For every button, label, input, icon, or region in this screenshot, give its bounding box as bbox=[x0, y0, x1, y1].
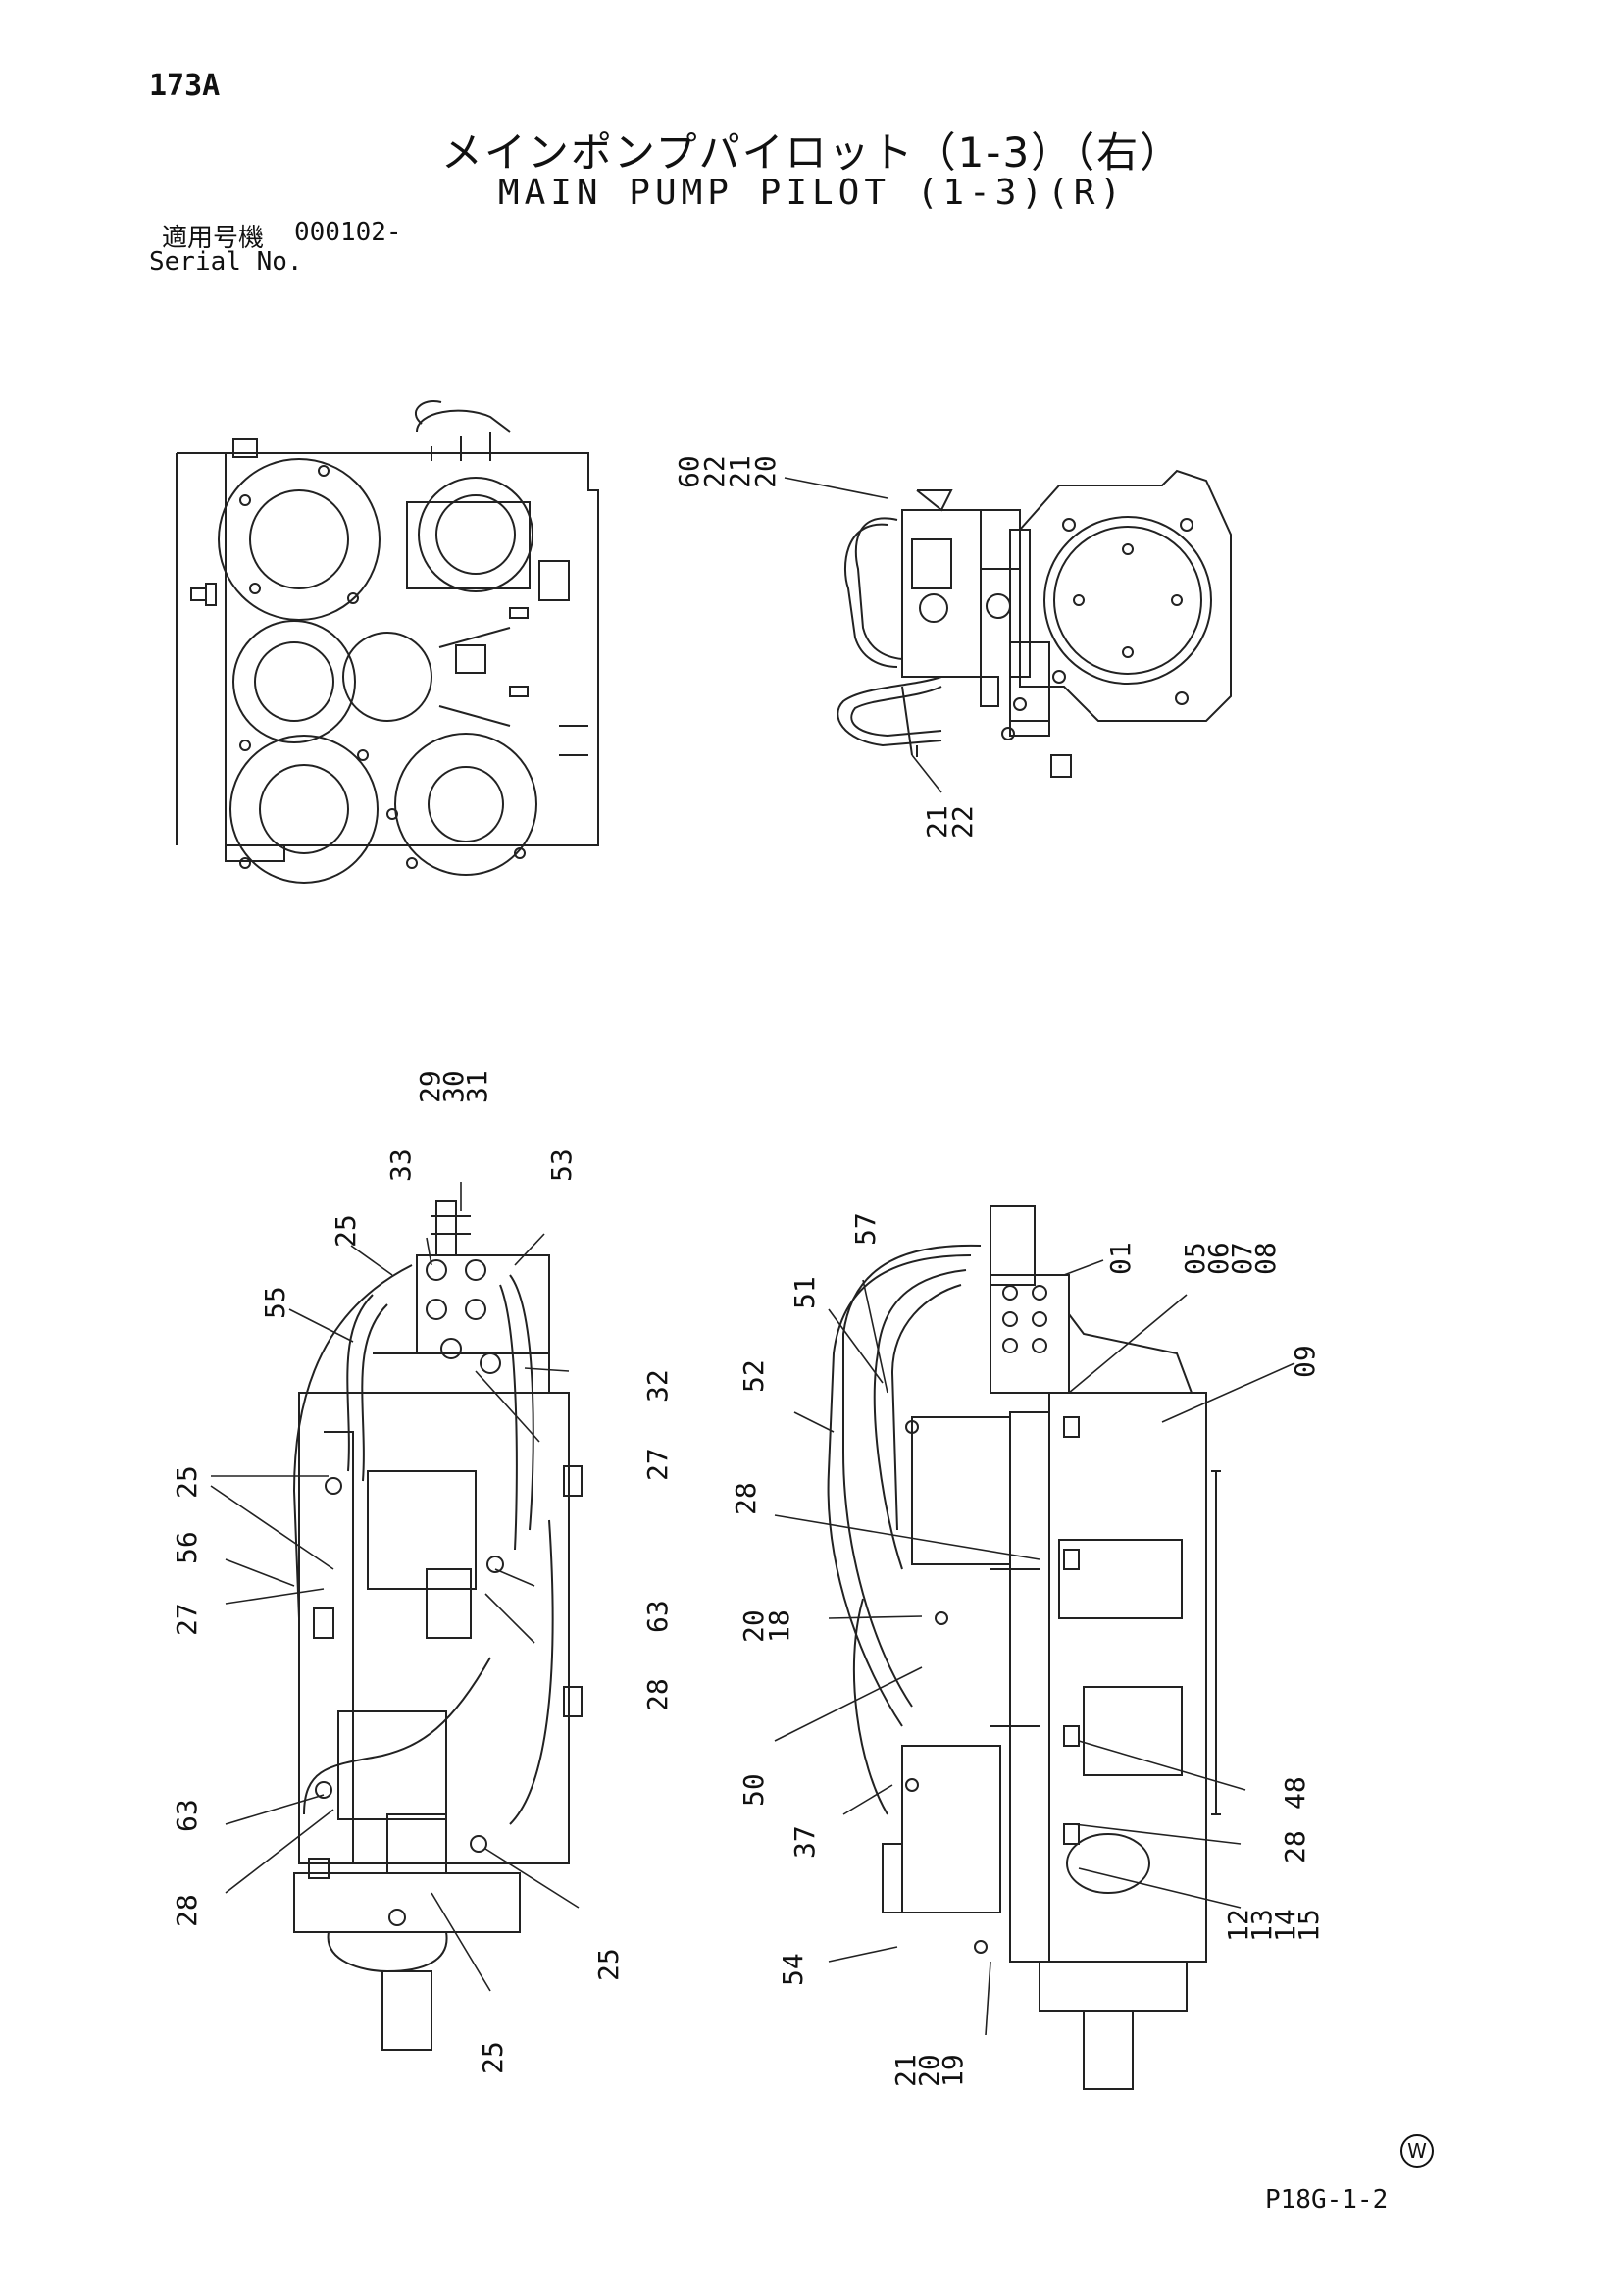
serial-value: 000102- bbox=[294, 218, 402, 247]
callout-05: 05 bbox=[1179, 1242, 1211, 1275]
callout-52: 52 bbox=[737, 1359, 770, 1393]
callout-25-d: 25 bbox=[477, 2041, 509, 2074]
callout-06: 06 bbox=[1202, 1242, 1235, 1275]
callout-09: 09 bbox=[1289, 1345, 1321, 1378]
leader-lines bbox=[210, 477, 1295, 2036]
callout-54: 54 bbox=[777, 1953, 809, 1986]
page-code: 173A bbox=[149, 69, 221, 103]
callout-group-60: 60 bbox=[673, 455, 705, 488]
serial-label-english: Serial No. bbox=[149, 247, 303, 277]
callout-group-20: 20 bbox=[749, 455, 782, 488]
callout-group-21: 21 bbox=[724, 455, 756, 488]
callout-21-b: 21 bbox=[889, 2054, 922, 2087]
view-top-pumps bbox=[292, 1200, 583, 2051]
drawing-number: P18G-1-2 bbox=[1265, 2185, 1389, 2215]
callout-30: 30 bbox=[437, 1070, 470, 1103]
callout-28-b: 28 bbox=[171, 1894, 203, 1927]
title-english: MAIN PUMP PILOT (1-3)(R) bbox=[497, 173, 1127, 213]
callout-53: 53 bbox=[545, 1148, 578, 1182]
callout-14: 14 bbox=[1269, 1909, 1301, 1942]
callout-12: 12 bbox=[1222, 1909, 1254, 1942]
callout-51: 51 bbox=[788, 1276, 821, 1309]
callout-25-b: 25 bbox=[171, 1465, 203, 1499]
callout-55: 55 bbox=[259, 1286, 291, 1319]
callout-group-22: 22 bbox=[698, 455, 731, 488]
callout-22: 22 bbox=[946, 805, 979, 839]
callout-63-a: 63 bbox=[641, 1600, 674, 1633]
serial-label-japanese: 適用号機 bbox=[162, 224, 265, 253]
callout-15: 15 bbox=[1293, 1909, 1325, 1942]
callouts: 60 22 21 20 21 22 29 30 31 33 53 25 55 3… bbox=[171, 455, 1325, 2087]
callout-27-a: 27 bbox=[641, 1448, 674, 1481]
callout-48: 48 bbox=[1279, 1776, 1311, 1810]
callout-32: 32 bbox=[641, 1369, 674, 1403]
callout-33: 33 bbox=[384, 1148, 417, 1182]
callout-29: 29 bbox=[414, 1070, 446, 1103]
callout-28-c: 28 bbox=[730, 1482, 762, 1515]
callout-07: 07 bbox=[1226, 1242, 1258, 1275]
callout-27-b: 27 bbox=[171, 1603, 203, 1636]
callout-28-a: 28 bbox=[641, 1678, 674, 1711]
callout-56: 56 bbox=[171, 1531, 203, 1564]
title-japanese: メインポンプパイロット（1-3）（右） bbox=[440, 128, 1184, 177]
callout-20-c: 20 bbox=[913, 2054, 945, 2087]
callout-01: 01 bbox=[1104, 1242, 1137, 1275]
callout-19: 19 bbox=[937, 2054, 969, 2087]
callout-57: 57 bbox=[849, 1212, 882, 1246]
callout-25-c: 25 bbox=[592, 1948, 625, 1981]
callout-08: 08 bbox=[1249, 1242, 1282, 1275]
callout-25-a: 25 bbox=[330, 1214, 362, 1248]
callout-63-b: 63 bbox=[171, 1799, 203, 1832]
view-side-end bbox=[837, 469, 1232, 778]
w-mark-icon: W bbox=[1400, 2134, 1434, 2168]
callout-18: 18 bbox=[763, 1609, 795, 1643]
callout-21: 21 bbox=[921, 805, 953, 839]
callout-28-d: 28 bbox=[1279, 1830, 1311, 1863]
callout-37: 37 bbox=[788, 1825, 821, 1859]
view-end-pumps bbox=[176, 400, 599, 884]
callout-31: 31 bbox=[461, 1070, 493, 1103]
callout-13: 13 bbox=[1245, 1909, 1278, 1942]
view-side-pumps bbox=[827, 1205, 1221, 2090]
callout-50: 50 bbox=[737, 1773, 770, 1807]
callout-20-b: 20 bbox=[737, 1609, 770, 1643]
